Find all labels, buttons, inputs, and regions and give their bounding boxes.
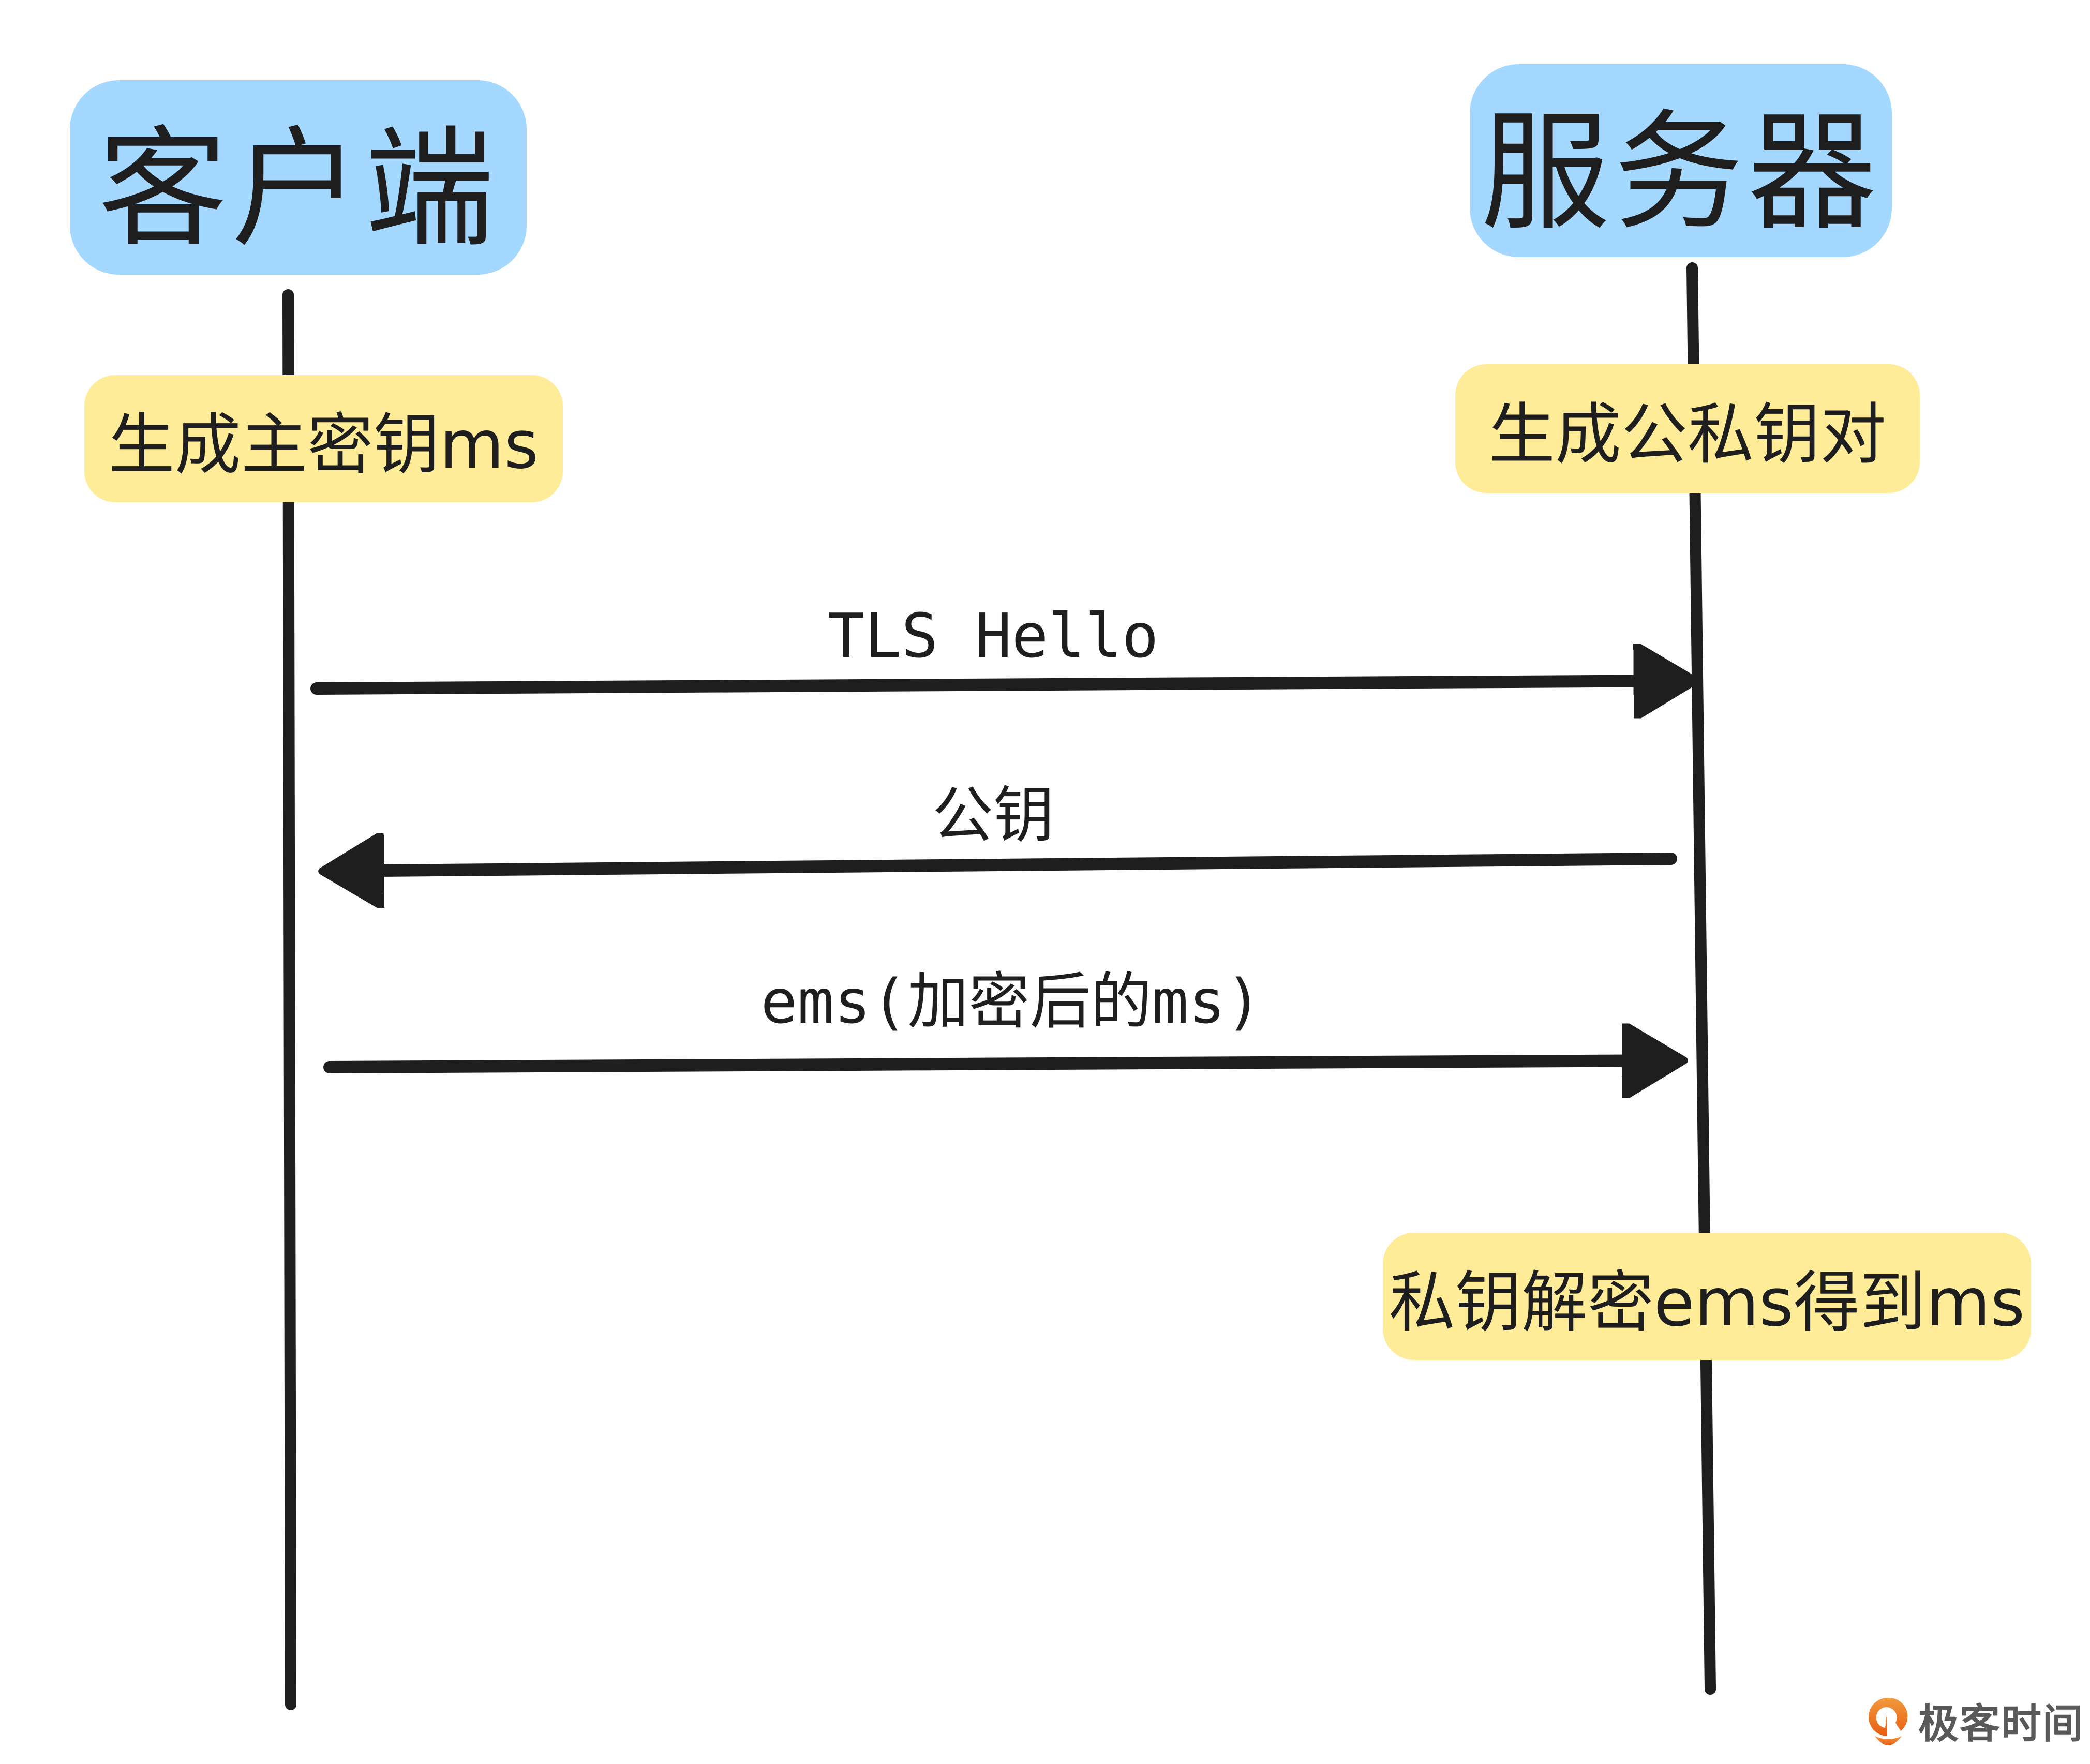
note-server-generate-key-pair: 生成公私钥对 — [1455, 364, 1920, 493]
geektime-logo-icon — [1868, 1697, 1908, 1745]
message-arrow-public-key — [327, 859, 1677, 871]
note-server-decrypt: 私钥解密ems得到ms — [1383, 1233, 2031, 1360]
message-arrow-ems — [323, 1060, 1679, 1067]
server-participant: 服务器 — [1470, 64, 1892, 257]
client-participant: 客户端 — [70, 80, 527, 275]
note-text: 生成主密钥ms — [108, 406, 539, 484]
watermark-text: 极客时间 — [1918, 1701, 2084, 1747]
message-label-tls-hello: TLS Hello — [828, 600, 1159, 671]
geektime-watermark: 极客时间 — [1868, 1692, 2084, 1750]
message-label-ems: ems(加密后的ms) — [760, 966, 1262, 1037]
server-label: 服务器 — [1481, 97, 1881, 248]
message-label-public-key: 公钥 — [932, 780, 1055, 851]
note-text: 私钥解密ems得到ms — [1389, 1264, 2025, 1341]
note-text: 生成公私钥对 — [1488, 396, 1886, 473]
client-lifeline — [282, 289, 296, 1710]
message-arrow-tls-hello — [310, 681, 1691, 689]
client-label: 客户端 — [98, 114, 499, 264]
server-lifeline — [1686, 262, 1716, 1695]
note-client-generate-master-key: 生成主密钥ms — [84, 375, 563, 502]
